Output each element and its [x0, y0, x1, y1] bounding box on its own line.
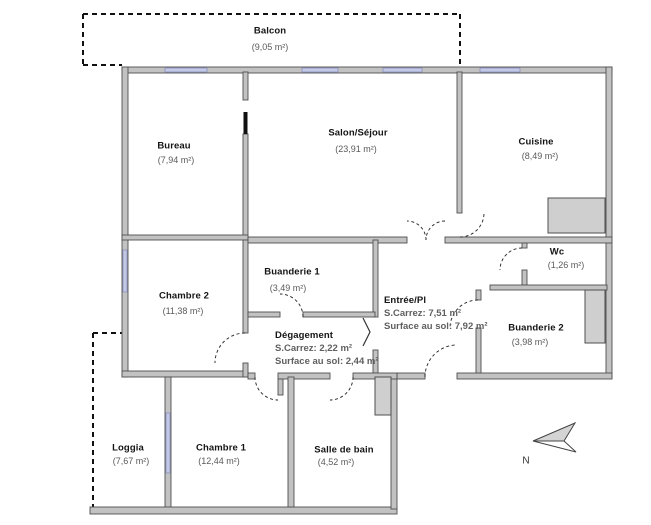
- bureau-door-leaf: [243, 112, 248, 134]
- placard-door-symbol: [362, 317, 371, 347]
- loggia-outline: [92, 332, 122, 510]
- walls-group: [89, 66, 613, 515]
- north-arrow-icon: [532, 421, 577, 453]
- door-arcs-group: [214, 212, 523, 401]
- balcon-outline: [82, 13, 461, 67]
- windows-group: [122, 67, 521, 474]
- fixtures-group: [374, 197, 606, 416]
